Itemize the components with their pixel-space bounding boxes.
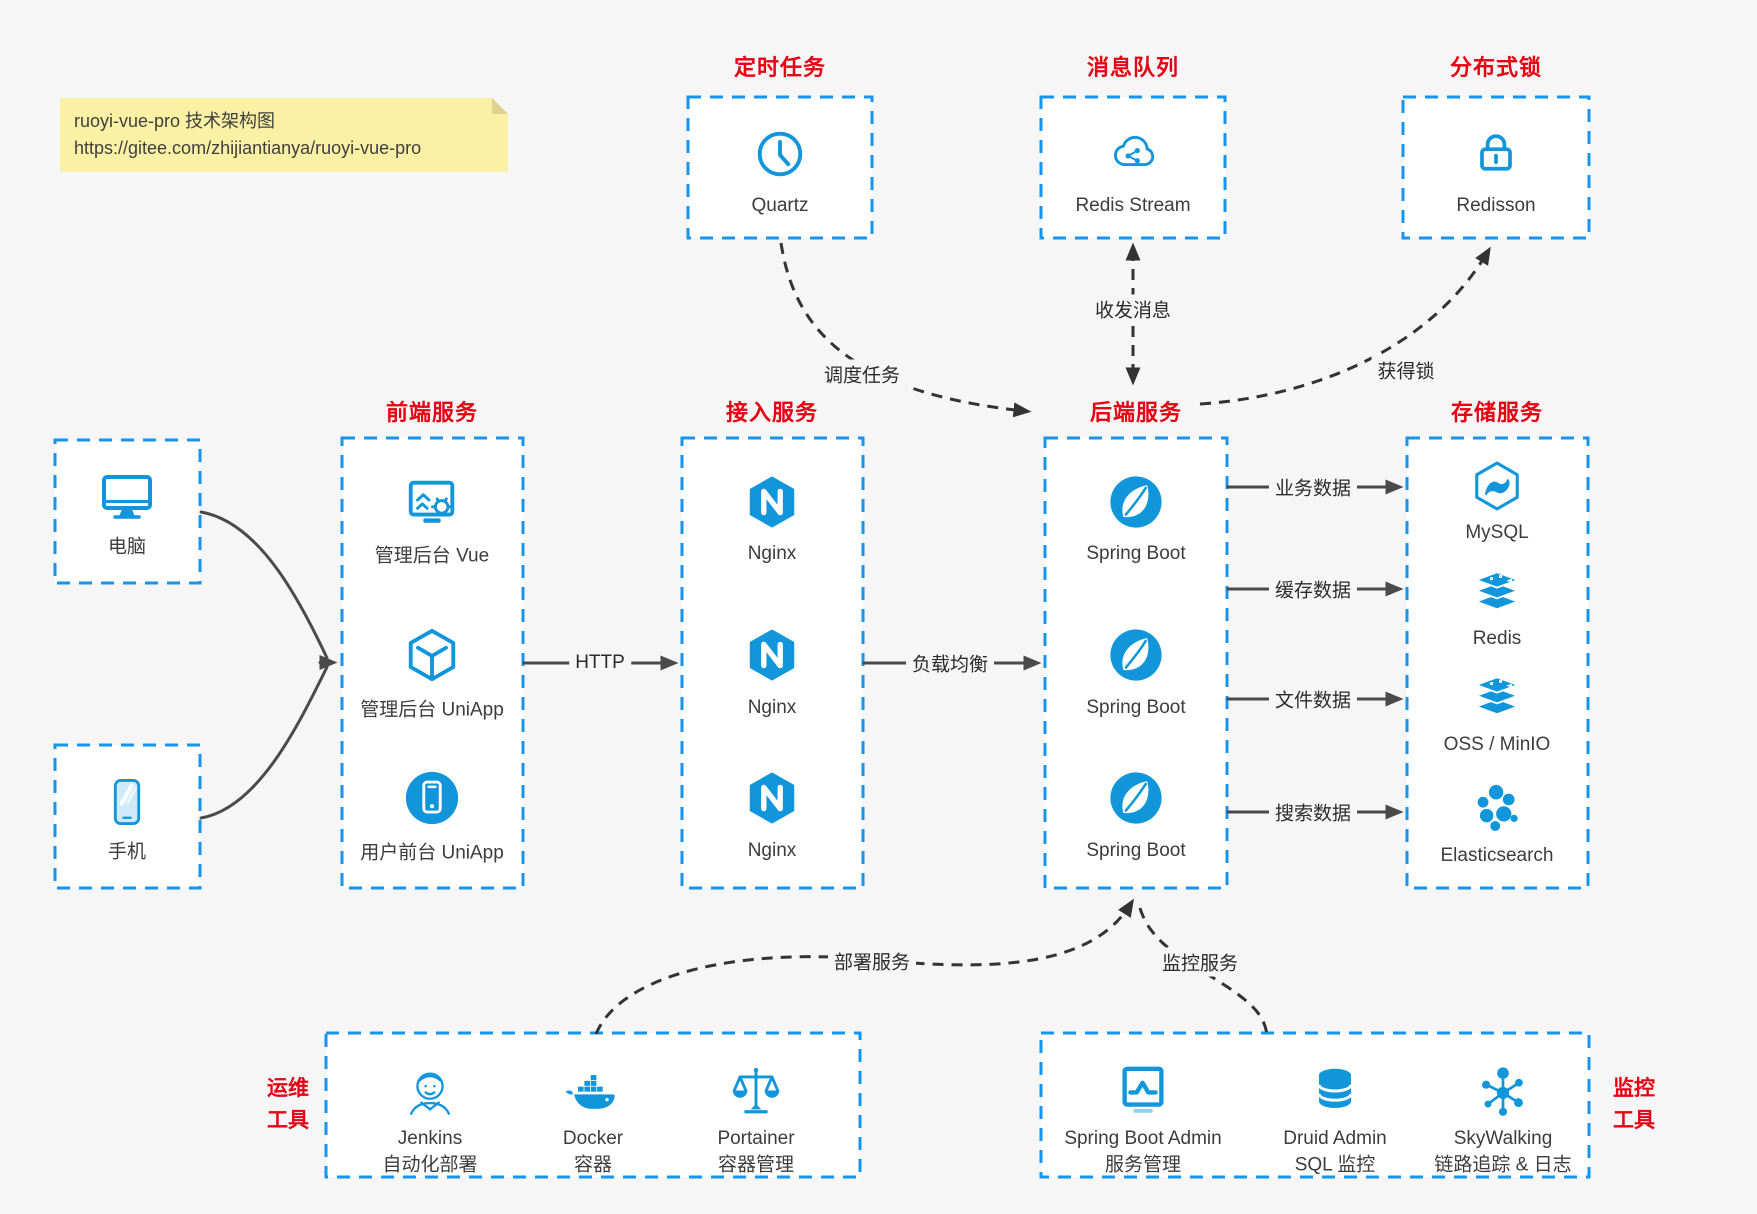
padlock-icon bbox=[1468, 124, 1524, 180]
cloud-share-icon bbox=[1104, 124, 1162, 182]
node-label-skywalking: SkyWalking bbox=[1453, 1128, 1553, 1149]
node-label-quartz: Quartz bbox=[751, 195, 809, 216]
device-label-pc: 电脑 bbox=[107, 536, 147, 558]
springboot-icon bbox=[1107, 473, 1165, 531]
node-label-springboot-1: Spring Boot bbox=[1086, 543, 1186, 564]
edge-label-load-balance: 负载均衡 bbox=[905, 648, 995, 678]
druid-icon bbox=[1306, 1062, 1364, 1120]
elasticsearch-icon bbox=[1470, 781, 1524, 835]
node-sublabel-docker: 容器 bbox=[573, 1154, 613, 1176]
node-label-admin-uniapp: 管理后台 UniApp bbox=[360, 699, 504, 721]
node-sublabel-jenkins: 自动化部署 bbox=[382, 1154, 478, 1176]
group-title-lock: 分布式锁 bbox=[1449, 55, 1543, 80]
node-label-mysql: MySQL bbox=[1465, 522, 1529, 543]
desktop-icon bbox=[95, 465, 159, 529]
group-title-storage: 存储服务 bbox=[1450, 400, 1544, 425]
edge-label-file-data: 文件数据 bbox=[1268, 684, 1358, 714]
note-url: https://gitee.com/zhijiantianya/ruoyi-vu… bbox=[74, 138, 422, 158]
mysql-icon bbox=[1470, 459, 1524, 513]
node-sublabel-skywalking: 链路追踪 & 日志 bbox=[1434, 1154, 1572, 1176]
edge-label-cache-data: 缓存数据 bbox=[1268, 574, 1358, 604]
ops-title-line2: 工具 bbox=[267, 1109, 309, 1132]
group-title-backend: 后端服务 bbox=[1089, 400, 1183, 425]
note-title: ruoyi-vue-pro 技术架构图 bbox=[74, 111, 276, 131]
monitoring-title-line2: 工具 bbox=[1613, 1109, 1655, 1132]
group-title-ops: 运维 工具 bbox=[267, 1073, 309, 1137]
edge-label-http: HTTP bbox=[569, 651, 631, 675]
node-label-springboot-2: Spring Boot bbox=[1086, 697, 1186, 718]
group-title-frontend: 前端服务 bbox=[385, 400, 479, 425]
clock-icon bbox=[751, 125, 809, 183]
portainer-icon bbox=[727, 1062, 785, 1120]
storage-stack-icon bbox=[1470, 671, 1524, 725]
node-label-user-uniapp: 用户前台 UniApp bbox=[360, 842, 504, 864]
node-sublabel-druid: SQL 监控 bbox=[1294, 1154, 1376, 1176]
edge-label-acquire-lock: 获得锁 bbox=[1371, 355, 1441, 385]
edge-label-deploy-service: 部署服务 bbox=[827, 946, 917, 976]
node-label-jenkins: Jenkins bbox=[397, 1128, 463, 1149]
node-label-nginx-1: Nginx bbox=[747, 543, 797, 564]
node-label-nginx-2: Nginx bbox=[747, 697, 797, 718]
node-label-docker: Docker bbox=[562, 1128, 624, 1149]
edge-label-business-data: 业务数据 bbox=[1268, 472, 1358, 502]
edge-label-search-data: 搜索数据 bbox=[1268, 797, 1358, 827]
jenkins-icon bbox=[401, 1062, 459, 1120]
phone-circle-icon bbox=[403, 769, 461, 827]
node-label-sba: Spring Boot Admin bbox=[1064, 1128, 1222, 1149]
nginx-icon bbox=[743, 626, 801, 684]
nginx-icon bbox=[743, 473, 801, 531]
nginx-icon bbox=[743, 769, 801, 827]
monitoring-title-line1: 监控 bbox=[1613, 1077, 1655, 1100]
node-label-nginx-3: Nginx bbox=[747, 840, 797, 861]
sticky-note: ruoyi-vue-pro 技术架构图 https://gitee.com/zh… bbox=[60, 98, 508, 172]
admin-vue-icon bbox=[403, 473, 461, 531]
group-title-scheduler: 定时任务 bbox=[733, 55, 827, 80]
node-label-redis-stream: Redis Stream bbox=[1075, 195, 1191, 216]
springboot-icon bbox=[1107, 626, 1165, 684]
redis-stack-icon bbox=[1470, 566, 1524, 620]
group-title-monitoring: 监控 工具 bbox=[1613, 1073, 1655, 1137]
group-title-gateway: 接入服务 bbox=[725, 400, 819, 425]
node-label-elasticsearch: Elasticsearch bbox=[1440, 845, 1554, 866]
ops-title-line1: 运维 bbox=[267, 1077, 309, 1100]
node-label-redisson: Redisson bbox=[1456, 195, 1536, 216]
node-label-portainer: Portainer bbox=[717, 1128, 795, 1149]
sba-icon bbox=[1114, 1062, 1172, 1120]
node-sublabel-sba: 服务管理 bbox=[1104, 1154, 1182, 1176]
mobile-icon bbox=[100, 775, 154, 829]
node-label-springboot-3: Spring Boot bbox=[1086, 840, 1186, 861]
node-label-admin-vue: 管理后台 Vue bbox=[374, 545, 490, 567]
node-label-redis: Redis bbox=[1472, 628, 1522, 649]
group-title-queue: 消息队列 bbox=[1086, 55, 1180, 80]
edge-label-monitor-service: 监控服务 bbox=[1155, 947, 1245, 977]
edge-label-send-receive-message: 收发消息 bbox=[1088, 294, 1178, 324]
node-label-oss-minio: OSS / MinIO bbox=[1443, 734, 1551, 755]
edge-label-schedule-task: 调度任务 bbox=[817, 359, 907, 389]
node-label-druid: Druid Admin bbox=[1283, 1128, 1387, 1149]
springboot-icon bbox=[1107, 769, 1165, 827]
docker-icon bbox=[564, 1062, 622, 1120]
skywalking-icon bbox=[1474, 1062, 1532, 1120]
uniapp-cube-icon bbox=[403, 626, 461, 684]
node-sublabel-portainer: 容器管理 bbox=[717, 1154, 795, 1176]
device-label-phone: 手机 bbox=[107, 841, 147, 863]
